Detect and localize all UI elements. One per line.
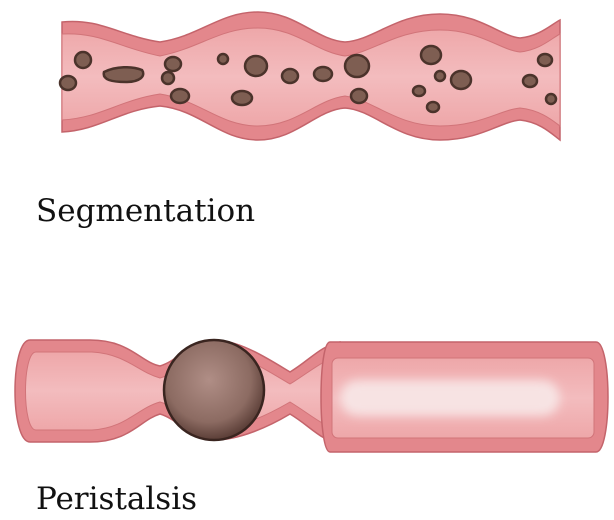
- chyme-particle: [351, 89, 367, 103]
- food-bolus: [164, 340, 264, 440]
- chyme-particle: [218, 54, 228, 64]
- chyme-particle: [171, 89, 189, 103]
- chyme-particle: [546, 94, 556, 104]
- peristalsis-fluid: [340, 380, 560, 416]
- chyme-particle: [232, 91, 252, 105]
- chyme-particle: [421, 46, 441, 64]
- segmentation-caption: Segmentation: [36, 196, 255, 227]
- chyme-particle: [245, 56, 267, 76]
- chyme-particle: [451, 71, 471, 89]
- chyme-particle: [314, 67, 332, 81]
- chyme-particle: [523, 75, 537, 87]
- chyme-particle: [104, 67, 143, 82]
- chyme-particle: [75, 52, 91, 68]
- chyme-particle: [427, 102, 439, 112]
- chyme-particle: [538, 54, 552, 66]
- chyme-particle: [345, 55, 369, 77]
- chyme-particle: [282, 69, 298, 83]
- peristalsis-caption: Peristalsis: [36, 484, 197, 515]
- chyme-particle: [413, 86, 425, 96]
- chyme-particle: [60, 76, 76, 90]
- chyme-particle: [162, 72, 174, 84]
- chyme-particle: [435, 71, 445, 81]
- segmentation-intestine: [60, 12, 560, 140]
- peristalsis-intestine: [15, 340, 608, 452]
- chyme-particle: [165, 57, 181, 71]
